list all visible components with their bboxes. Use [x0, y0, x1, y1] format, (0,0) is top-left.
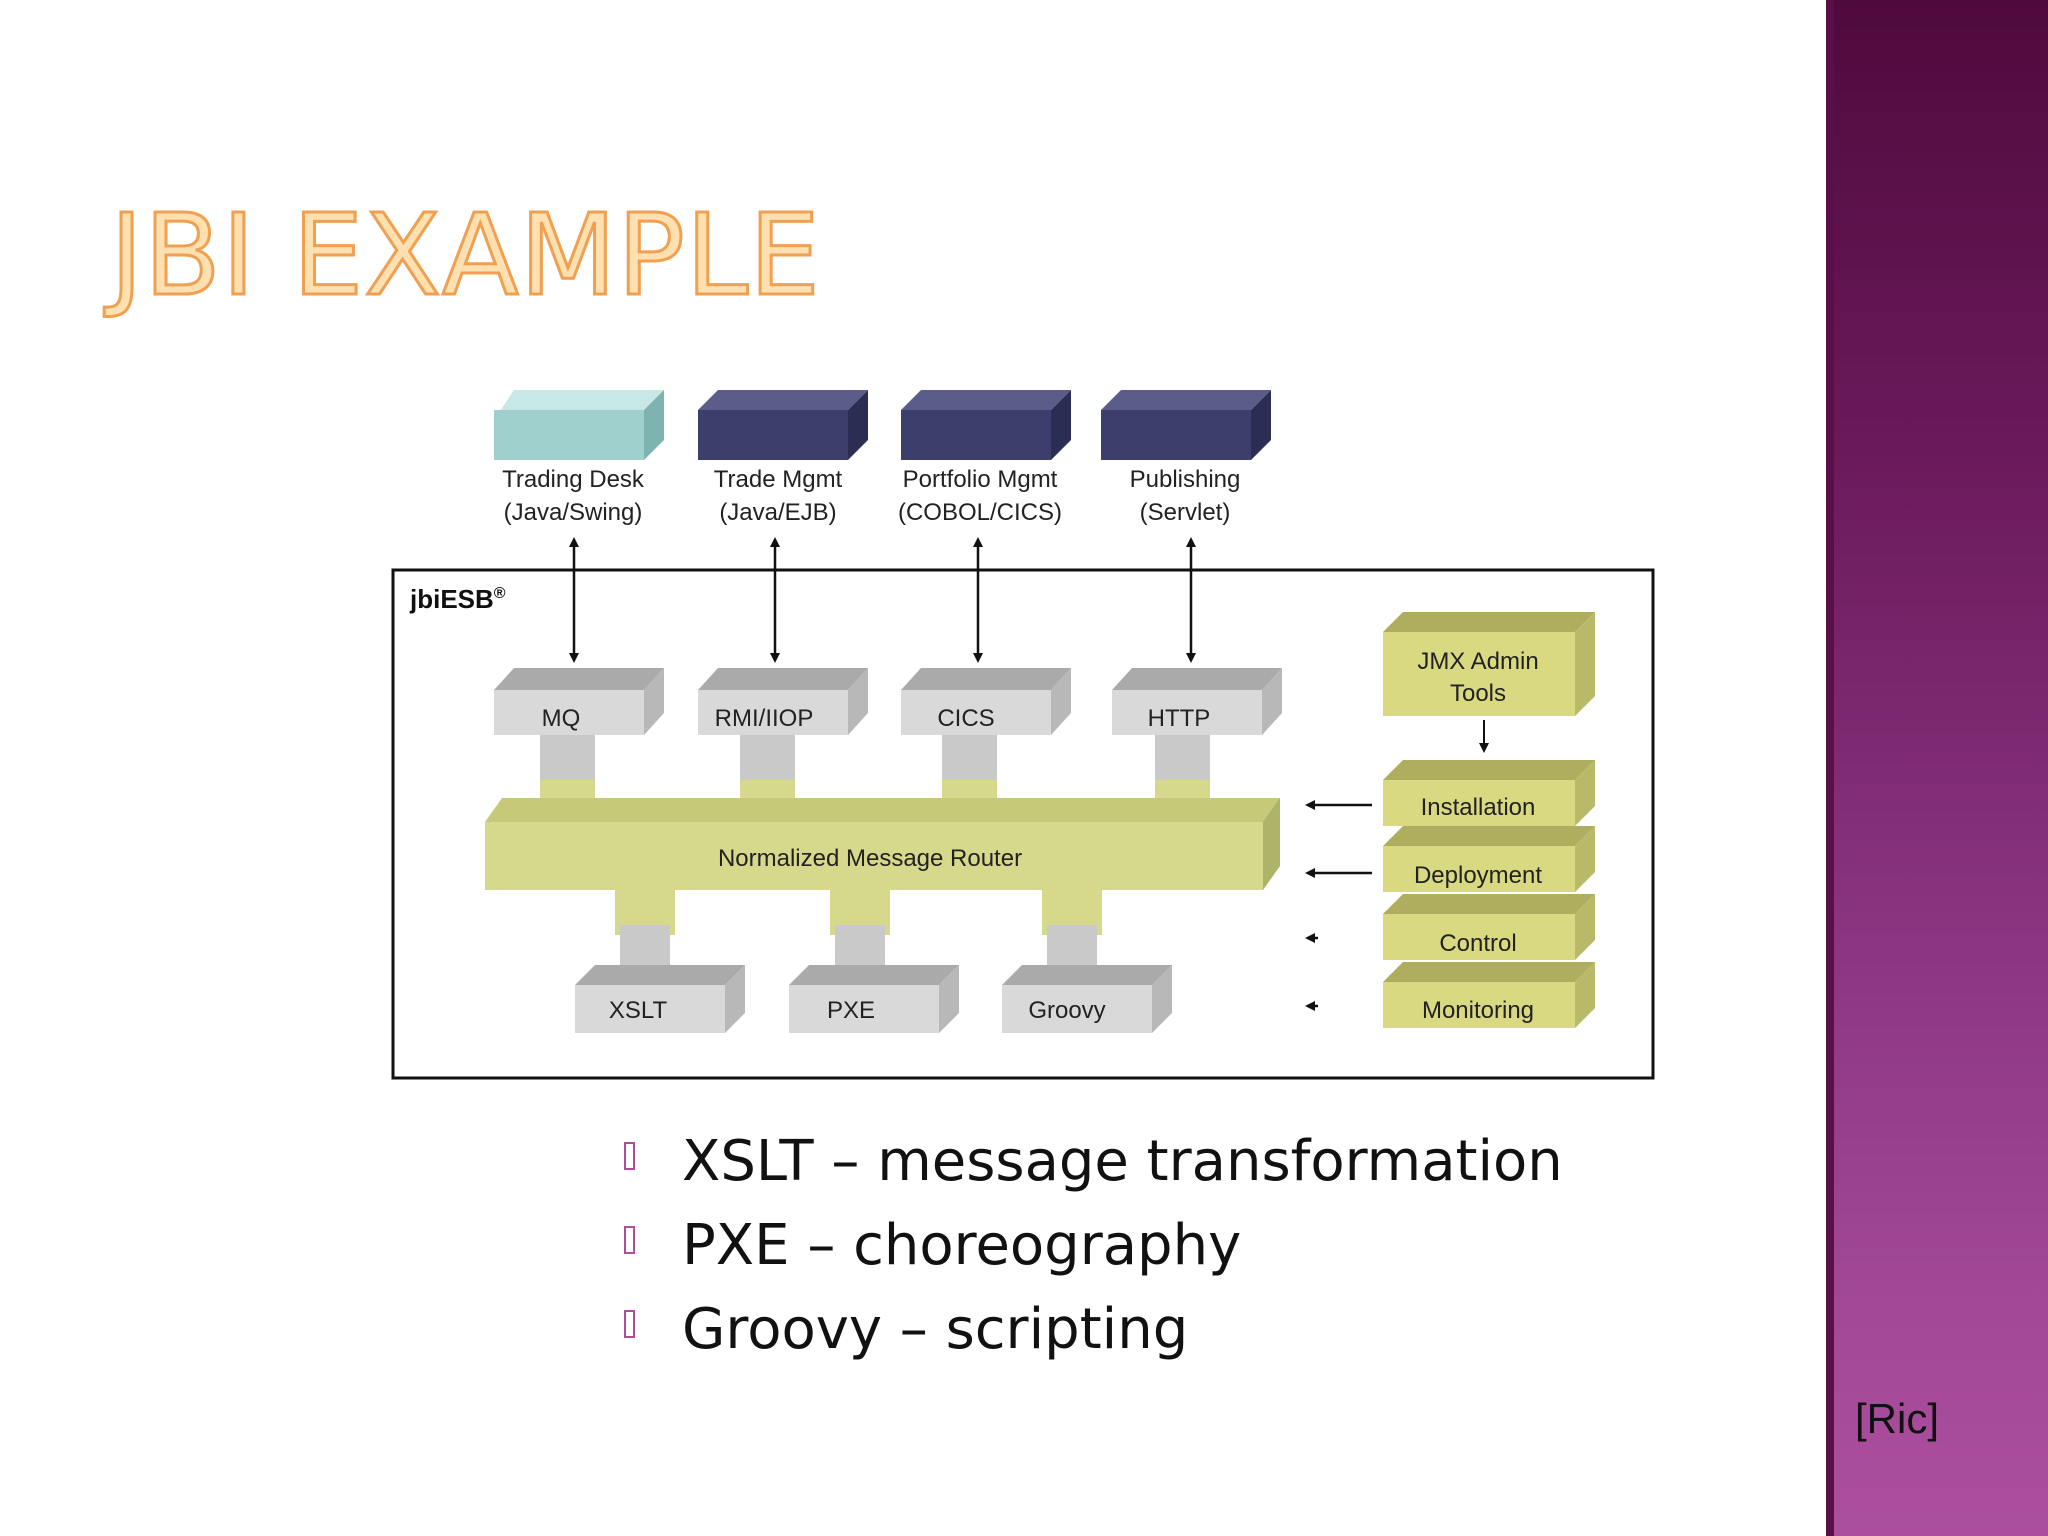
app-label-line1: Trade Mgmt	[714, 466, 843, 493]
binding-cics: CICS	[901, 668, 1071, 780]
admin-item-label: Monitoring	[1422, 997, 1534, 1024]
bullet-marker-icon	[624, 1142, 635, 1170]
binding-label: CICS	[937, 705, 994, 732]
engine-label: Groovy	[1028, 997, 1105, 1024]
binding-label: RMI/IIOP	[715, 705, 814, 732]
app-label-line2: (Java/EJB)	[719, 499, 836, 526]
binding-mq: MQ	[494, 668, 664, 780]
engine-label: XSLT	[609, 997, 668, 1024]
admin-item-label: Installation	[1421, 794, 1536, 821]
bullet-list: XSLT – message transformation PXE – chor…	[620, 1120, 1563, 1372]
jmx-admin-tools: JMX Admin Tools	[1383, 612, 1595, 716]
engine-groovy: Groovy	[1002, 925, 1172, 1033]
app-label-line2: (Java/Swing)	[504, 499, 643, 526]
admin-item-label: Control	[1439, 930, 1516, 957]
app-label-line1: Publishing	[1130, 466, 1241, 493]
slide-title: JBI EXAMPLE	[109, 191, 822, 321]
application-trade-mgmt: Trade Mgmt (Java/EJB)	[698, 390, 868, 526]
citation: [Ric]	[1855, 1395, 1939, 1442]
app-label-line2: (COBOL/CICS)	[898, 499, 1062, 526]
app-label-line1: Portfolio Mgmt	[903, 466, 1058, 493]
app-binding-arrows	[569, 537, 1196, 663]
engine-label: PXE	[827, 997, 875, 1024]
bullet-item: XSLT – message transformation	[620, 1120, 1563, 1204]
normalized-message-router: Normalized Message Router	[485, 775, 1280, 935]
binding-rmi-iiop: RMI/IIOP	[698, 668, 868, 780]
registered-mark: ®	[494, 585, 506, 602]
engine-pxe: PXE	[789, 925, 959, 1033]
jmx-label-line1: JMX Admin	[1417, 648, 1538, 675]
admin-monitoring: Monitoring	[1383, 962, 1595, 1028]
jbiesb-label-text: jbiESB	[409, 584, 494, 614]
admin-router-arrows	[1305, 800, 1372, 1011]
bullet-item: Groovy – scripting	[620, 1288, 1563, 1372]
binding-label: HTTP	[1148, 705, 1211, 732]
admin-item-label: Deployment	[1414, 862, 1542, 889]
bullet-text: XSLT – message transformation	[682, 1129, 1563, 1194]
bullet-marker-icon	[624, 1226, 635, 1254]
bullet-text: Groovy – scripting	[682, 1297, 1189, 1362]
app-label-line2: (Servlet)	[1140, 499, 1231, 526]
bullet-marker-icon	[624, 1310, 635, 1338]
application-portfolio-mgmt: Portfolio Mgmt (COBOL/CICS)	[898, 390, 1071, 526]
application-trading-desk: Trading Desk (Java/Swing)	[494, 390, 664, 526]
decorative-sidebar	[1826, 0, 2048, 1536]
app-label-line1: Trading Desk	[502, 466, 645, 493]
engine-xslt: XSLT	[575, 925, 745, 1033]
binding-http: HTTP	[1112, 668, 1282, 780]
jmx-label-line2: Tools	[1450, 680, 1506, 707]
admin-control: Control	[1383, 894, 1595, 960]
bullet-item: PXE – choreography	[620, 1204, 1563, 1288]
admin-installation: Installation	[1383, 760, 1595, 826]
jbiesb-label: jbiESB®	[409, 584, 506, 614]
application-publishing: Publishing (Servlet)	[1101, 390, 1271, 526]
binding-label: MQ	[542, 705, 581, 732]
admin-deployment: Deployment	[1383, 826, 1595, 892]
router-label: Normalized Message Router	[718, 845, 1022, 872]
bullet-text: PXE – choreography	[682, 1213, 1242, 1278]
